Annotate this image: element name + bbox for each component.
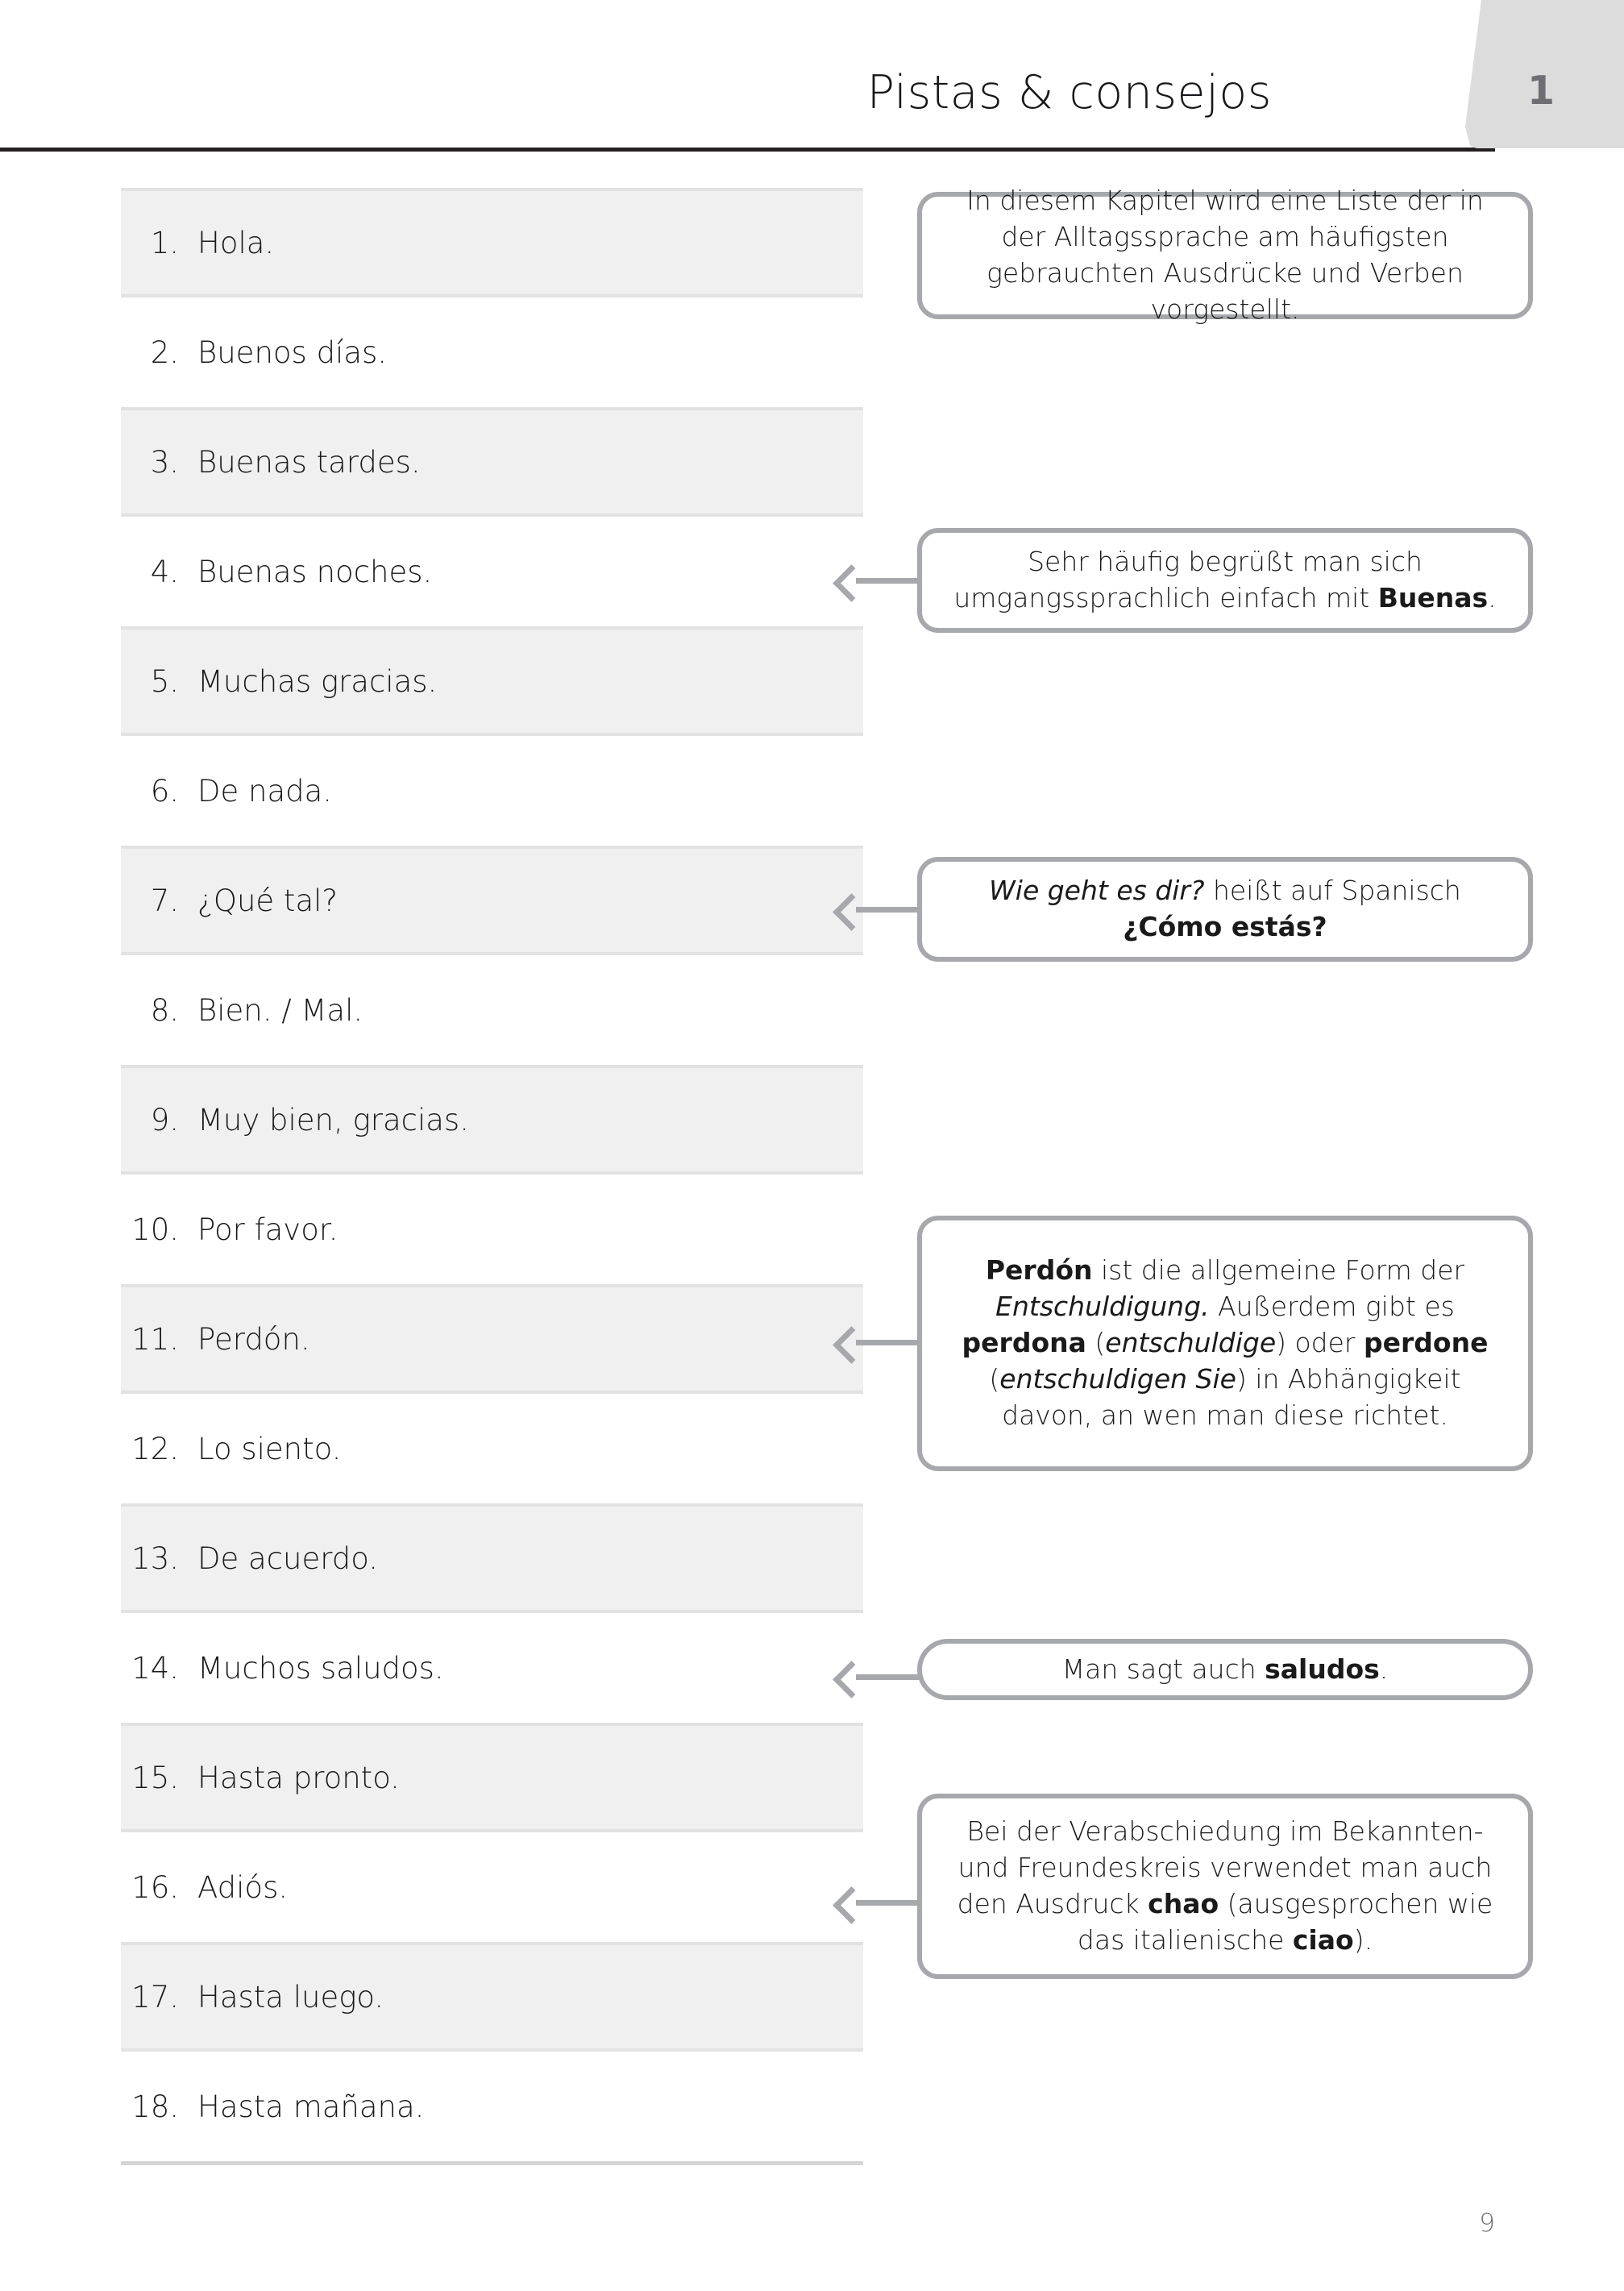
callout-como-estas-text: Wie geht es dir? heißt auf Spanisch¿Cómo… [989,875,1461,942]
list-item-number: 6. [150,773,179,809]
list-item-text: Hasta pronto. [197,1760,400,1795]
callout-saludos-text: Man sagt auch saludos. [1061,1653,1389,1685]
list-end-divider [121,2161,863,2165]
list-item: 7. ¿Qué tal? [121,846,863,955]
arrow-left-icon [833,1326,870,1364]
connector-shaft [856,1340,919,1345]
list-item-text: Bien. / Mal. [197,992,363,1028]
list-item-text: Adiós. [197,1869,289,1905]
callout-buenas-text: Sehr häufig begrüßt man sich umgangsspra… [953,546,1497,613]
arrow-left-icon [833,1886,870,1924]
list-item-number: 17. [131,1979,179,2014]
arrow-left-icon [833,1661,870,1698]
chapter-tab [1465,0,1624,148]
connector-shaft [856,907,919,913]
list-item-text: Muchos saludos. [197,1650,444,1686]
list-item-number: 8. [150,992,179,1028]
callout-saludos: Man sagt auch saludos. [917,1639,1533,1700]
list-item: 5. Muchas gracias. [121,626,863,736]
list-item-number: 13. [131,1540,179,1576]
list-item: 17. Hasta luego. [121,1942,863,2052]
list-item: 13. De acuerdo. [121,1503,863,1613]
list-item-text: ¿Qué tal? [197,883,339,918]
list-item: 15. Hasta pronto. [121,1723,863,1832]
connector-shaft [856,1674,919,1680]
connector-arrow-buenas [833,564,919,602]
list-item: 6. De nada. [121,736,863,846]
list-item: 18. Hasta mañana. [121,2052,863,2161]
list-item: 9. Muy bien, gracias. [121,1065,863,1175]
page-header: Pistas & consejos 1 [0,0,1624,152]
list-item-number: 11. [131,1321,179,1357]
list-item-text: Hasta luego. [197,1979,384,2014]
list-item-text: Buenas tardes. [197,444,421,480]
list-item-number: 9. [150,1102,179,1137]
arrow-left-icon [833,564,870,602]
list-item-number: 16. [131,1869,179,1905]
list-item-number: 3. [150,444,179,480]
connector-arrow-como-estas [833,893,919,931]
list-item: 4. Buenas noches. [121,517,863,626]
list-item-text: Muy bien, gracias. [197,1102,469,1137]
list-item: 3. Buenas tardes. [121,407,863,517]
connector-shaft [856,1900,919,1906]
list-item-text: De acuerdo. [197,1540,379,1576]
connector-shaft [856,578,919,584]
callout-chao: Bei der Verabschiedung im Bekannten- und… [917,1794,1533,1979]
phrase-list: 1. Hola. 2. Buenos días. 3. Buenas tarde… [121,188,863,2161]
callout-como-estas: Wie geht es dir? heißt auf Spanisch¿Cómo… [917,857,1533,962]
list-item-number: 2. [150,335,179,370]
list-item-number: 1. [150,225,179,260]
list-item: 12. Lo siento. [121,1394,863,1503]
chapter-number: 1 [1526,68,1555,114]
arrow-left-icon [833,893,870,931]
list-item-number: 14. [131,1650,179,1686]
list-item: 14. Muchos saludos. [121,1613,863,1723]
list-item-text: Hasta mañana. [197,2089,425,2124]
list-item-number: 5. [150,663,179,699]
header-divider [0,148,1495,152]
list-item-number: 15. [131,1760,179,1795]
callout-buenas: Sehr häufig begrüßt man sich umgangsspra… [917,528,1533,633]
connector-arrow-chao [833,1886,919,1924]
list-item-text: Por favor. [197,1212,339,1247]
list-item-text: Perdón. [197,1321,310,1357]
connector-arrow-saludos [833,1661,919,1698]
list-item-text: Buenas noches. [197,554,433,589]
callout-perdon-text: Perdón ist die allgemeine Form der Entsc… [962,1254,1489,1431]
list-item-number: 7. [150,883,179,918]
list-item: 8. Bien. / Mal. [121,955,863,1065]
list-item-text: De nada. [197,773,333,809]
callout-intro: In diesem Kapitel wird eine Liste der in… [917,185,1533,325]
list-item: 2. Buenos días. [121,297,863,407]
list-item-text: Muchas gracias. [197,663,438,699]
list-item-number: 4. [150,554,179,589]
list-item-text: Hola. [197,225,275,260]
list-item-text: Lo siento. [197,1431,342,1466]
list-item: 16. Adiós. [121,1832,863,1942]
list-item-text: Buenos días. [197,335,388,370]
list-item-number: 18. [131,2089,179,2124]
callout-perdon: Perdón ist die allgemeine Form der Entsc… [917,1216,1533,1471]
callout-intro-text: In diesem Kapitel wird eine Liste der in… [966,185,1484,325]
connector-arrow-perdon [833,1326,919,1364]
list-item-number: 12. [131,1431,179,1466]
list-item: 1. Hola. [121,188,863,297]
callout-chao-text: Bei der Verabschiedung im Bekannten- und… [957,1815,1493,1956]
page-number: 9 [1479,2209,1495,2238]
list-item: 11. Perdón. [121,1284,863,1394]
list-item: 10. Por favor. [121,1175,863,1284]
list-item-number: 10. [131,1212,179,1247]
page-title: Pistas & consejos [866,66,1272,119]
